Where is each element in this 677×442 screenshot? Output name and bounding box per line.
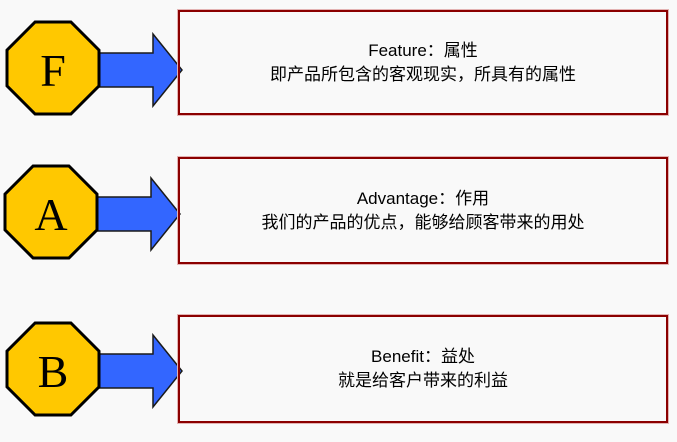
octagon-icon <box>5 20 101 116</box>
octagon-letter-f: F <box>40 45 66 96</box>
octagon-icon <box>3 164 99 260</box>
feature-heading: Feature：属性 <box>368 40 478 60</box>
feature-shape-group: F <box>5 20 183 116</box>
arrow-right-icon <box>96 175 181 253</box>
advantage-shape-group: A <box>3 164 181 260</box>
arrow-right-icon <box>98 332 183 410</box>
octagon-icon <box>5 321 101 417</box>
advantage-description: 我们的产品的优点，能够给顾客带来的用处 <box>261 212 585 232</box>
benefit-heading: Benefit：益处 <box>371 347 475 366</box>
benefit-shape-group: B <box>5 321 183 417</box>
feature-box: Feature：属性 即产品所包含的客观现实，所具有的属性 <box>177 9 669 116</box>
benefit-box: Benefit：益处 就是给客户带来的利益 <box>177 314 669 424</box>
advantage-box: Advantage：作用 我们的产品的优点，能够给顾客带来的用处 <box>177 156 669 265</box>
advantage-heading: Advantage：作用 <box>356 188 490 208</box>
feature-description: 即产品所包含的客观现实，所具有的属性 <box>270 64 576 84</box>
arrow-right-icon <box>98 31 183 109</box>
octagon-letter-a: A <box>34 189 67 240</box>
benefit-description: 就是给客户带来的利益 <box>338 371 508 390</box>
octagon-letter-b: B <box>38 346 69 397</box>
